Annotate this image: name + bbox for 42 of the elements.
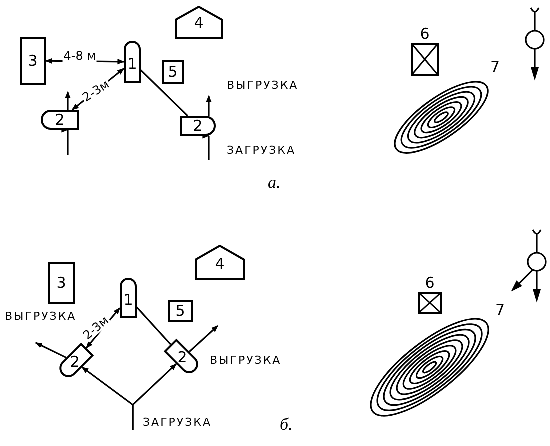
number-label: 4 <box>194 14 204 32</box>
number-label: 3 <box>56 276 66 290</box>
number-label: 2 <box>70 354 80 370</box>
number-label: 6 <box>425 276 435 291</box>
arrow <box>132 364 177 430</box>
tower-shape <box>124 41 141 83</box>
number-label: 7 <box>495 301 505 319</box>
building-box <box>162 60 184 84</box>
edge-label: 4-8 м <box>62 50 98 62</box>
number-label: 1 <box>128 56 138 72</box>
arrow <box>206 95 212 117</box>
number-label: 2 <box>178 350 188 366</box>
flow-label: ВЫГРУЗКА <box>5 311 77 322</box>
number-label: 4 <box>215 255 225 273</box>
pentagon-building <box>175 6 223 39</box>
flow-label: ВЫГРУЗКА <box>227 80 299 91</box>
arrow <box>35 342 67 359</box>
tower-shape <box>120 278 137 318</box>
number-label: 2 <box>193 118 203 134</box>
number-label: 3 <box>28 54 38 68</box>
number-label: 6 <box>420 27 430 42</box>
number-label: 5 <box>168 64 178 80</box>
number-label: 2 <box>55 112 65 128</box>
connector-line <box>136 306 172 346</box>
panel-caption: а. <box>268 174 281 191</box>
building-box <box>48 262 75 304</box>
pentagon-building <box>195 245 245 280</box>
panel-caption: б. <box>280 416 293 433</box>
number-label: 7 <box>490 58 500 76</box>
edge-label: 2-3м <box>80 78 112 104</box>
flow-label: ЗАГРУЗКА <box>227 145 296 156</box>
flow-label: ЗАГРУЗКА <box>143 417 212 428</box>
building-box <box>168 300 193 322</box>
hopper-shape <box>41 110 79 130</box>
building-box <box>20 37 46 85</box>
hopper-shape <box>180 116 216 136</box>
connector-line <box>140 70 188 117</box>
number-label: 1 <box>124 292 134 308</box>
flow-label: ВЫГРУЗКА <box>210 355 282 366</box>
arrow <box>189 325 219 352</box>
number-label: 5 <box>176 304 186 318</box>
arrow <box>65 91 71 111</box>
